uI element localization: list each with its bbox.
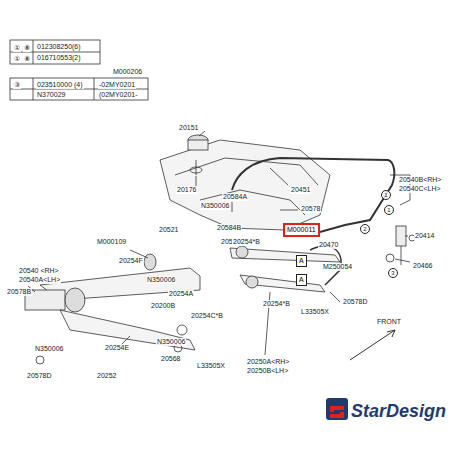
- part-number: 20254A: [168, 290, 194, 298]
- part-number: M000206: [112, 68, 143, 76]
- part-number: 20578: [300, 205, 321, 213]
- part-number: 20451: [290, 186, 311, 194]
- part-number: 20414: [414, 232, 435, 240]
- part-number: 20568: [160, 355, 181, 363]
- part-number: 20584B: [216, 224, 242, 232]
- part-number: N350006: [200, 202, 230, 210]
- part-number: ①: [13, 44, 21, 52]
- part-number: 20584A: [222, 193, 248, 201]
- reference-box: A: [296, 274, 307, 286]
- part-number: ⑧: [23, 55, 31, 63]
- part-number: L33505X: [300, 308, 330, 316]
- part-number: M000109: [96, 238, 127, 246]
- part-number: 20466: [412, 262, 433, 270]
- part-number: 20250A<RH>: [246, 358, 290, 366]
- part-number: N370029: [36, 91, 66, 99]
- box-text: A: [299, 257, 304, 264]
- part-number: N350006: [34, 345, 64, 353]
- part-number: ⑧: [23, 44, 31, 52]
- part-number: N350006: [156, 338, 186, 346]
- part-number: ③: [13, 81, 21, 89]
- callout-number: 2: [360, 224, 370, 234]
- part-number: 20254E: [104, 344, 130, 352]
- part-number: 20254F: [118, 257, 144, 265]
- part-number: 20540A<LH>: [18, 276, 61, 284]
- part-number: 20578D: [342, 298, 369, 306]
- part-number: 20254C*B: [190, 312, 224, 320]
- highlighted-part-box: M000011: [283, 223, 320, 237]
- watermark: StarDesign: [350, 401, 447, 421]
- part-number: -02MY0201: [98, 81, 136, 89]
- part-number: (02MY0201-: [98, 91, 139, 99]
- part-number: 20578D: [26, 372, 53, 380]
- part-number: FRONT: [376, 318, 402, 326]
- part-number: 012308250(6): [36, 43, 82, 51]
- callout-number: 1: [381, 190, 391, 200]
- part-number: ①: [13, 55, 21, 63]
- part-number: 20250B<LH>: [246, 367, 289, 375]
- part-number: N350006: [146, 276, 176, 284]
- part-number: 20521: [158, 226, 179, 234]
- part-number: 20540B<RH>: [398, 176, 442, 184]
- part-number: M250054: [322, 263, 353, 271]
- part-number: 20151: [178, 124, 199, 132]
- part-number: 20540 <RH>: [18, 267, 60, 275]
- part-number: 20254*B: [232, 238, 261, 246]
- part-number: 20540C<LH>: [398, 185, 442, 193]
- part-number: L33505X: [196, 362, 226, 370]
- part-number: 20254*B: [262, 300, 291, 308]
- part-number: 023510000 (4): [36, 81, 84, 89]
- part-number: 20252: [96, 372, 117, 380]
- part-number: 20578B: [6, 288, 32, 296]
- callout-number: 3: [388, 268, 398, 278]
- box-text: M000011: [287, 226, 316, 233]
- callout-number: 1: [384, 205, 394, 215]
- part-number: 20176: [176, 186, 197, 194]
- reference-box: A: [296, 255, 307, 267]
- part-number: 20200B: [150, 302, 176, 310]
- part-number: 20470: [318, 241, 339, 249]
- box-text: A: [299, 276, 304, 283]
- part-number: 016710553(2): [36, 54, 82, 62]
